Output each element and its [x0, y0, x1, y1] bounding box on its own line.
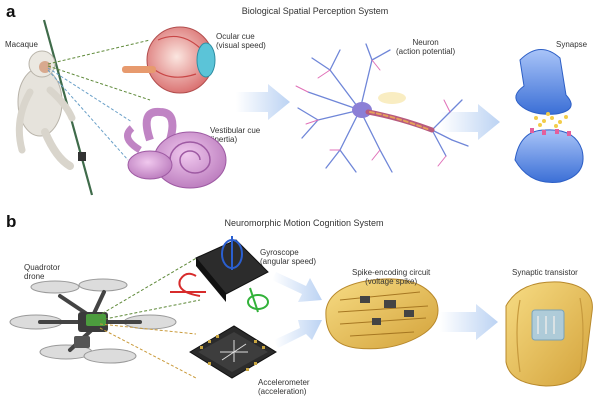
accelerometer-sub: (acceleration) — [258, 387, 307, 396]
accelerometer-title: Accelerometer — [258, 378, 310, 387]
panel-b-title: Neuromorphic Motion Cognition System — [224, 218, 384, 228]
arrow-b1 — [272, 272, 322, 302]
dash-line-7 — [99, 323, 197, 335]
spike-circuit-sub: (voltage spike) — [365, 277, 418, 286]
synaptic-transistor-illustration — [505, 281, 593, 387]
arrow-a1 — [236, 84, 290, 120]
drone-label: Quadrotor drone — [24, 263, 60, 281]
inner-ear-illustration — [124, 107, 227, 189]
optic-nerve — [122, 66, 156, 73]
macaque-label: Macaque — [5, 40, 38, 49]
neuron-sub: (action potential) — [396, 47, 456, 56]
neuron-label: Neuron (action potential) — [396, 38, 455, 56]
gyroscope-illustration — [170, 236, 269, 313]
spike-circuit-title: Spike-encoding circuit — [352, 268, 431, 277]
vestibular-cue-label: Vestibular cue (inertia) — [210, 126, 260, 144]
drone-board — [86, 314, 106, 326]
vestibular-cue-title: Vestibular cue — [210, 126, 261, 135]
arrow-a2 — [440, 104, 500, 140]
gyroscope-label: Gyroscope (angular speed) — [260, 248, 316, 266]
sensor-clip — [78, 152, 86, 161]
drone-sub: drone — [24, 272, 45, 281]
synapse-illustration — [514, 49, 584, 184]
quadrotor-drone-illustration — [9, 278, 177, 364]
synapse-label: Synapse — [556, 40, 588, 49]
ocular-cue-title: Ocular cue — [216, 32, 255, 41]
dash-line-3 — [47, 67, 133, 123]
spike-circuit-label: Spike-encoding circuit (voltage spike) — [352, 268, 430, 286]
gyro-z-line — [249, 287, 259, 313]
accelerometer-label: Accelerometer (acceleration) — [258, 378, 310, 396]
macaque-arm — [15, 88, 34, 154]
ocular-cue-label: Ocular cue (visual speed) — [216, 32, 266, 50]
transistor-channel — [531, 309, 565, 341]
synaptic-transistor-label: Synaptic transistor — [512, 268, 578, 277]
gyro-z-axis — [247, 294, 269, 310]
dash-line-6 — [99, 299, 201, 321]
panel-a-letter: a — [6, 2, 16, 21]
drone-title: Quadrotor — [24, 263, 61, 272]
macaque-illustration — [15, 19, 94, 196]
gyroscope-title: Gyroscope — [260, 248, 299, 257]
dash-line-8 — [99, 327, 197, 379]
macaque-leg — [41, 128, 74, 170]
arrow-b3 — [440, 304, 498, 340]
spike-encoding-circuit-illustration — [325, 278, 439, 350]
dash-line-4 — [47, 69, 129, 161]
drone-camera — [74, 336, 90, 348]
panel-a-title: Biological Spatial Perception System — [241, 6, 389, 16]
panel-b-letter: b — [6, 212, 17, 231]
eye-illustration — [122, 26, 216, 94]
arrow-b2 — [274, 320, 322, 348]
dash-line-1 — [47, 39, 151, 65]
dash-line-2 — [47, 65, 151, 101]
ocular-cue-sub: (visual speed) — [216, 41, 266, 50]
accelerometer-illustration — [189, 325, 277, 379]
vestibular-cue-sub: (inertia) — [210, 135, 238, 144]
neuron-title: Neuron — [412, 38, 439, 47]
gyroscope-sub: (angular speed) — [260, 257, 317, 266]
neuron-illustration — [295, 43, 469, 173]
macaque-arm-right — [46, 86, 76, 122]
